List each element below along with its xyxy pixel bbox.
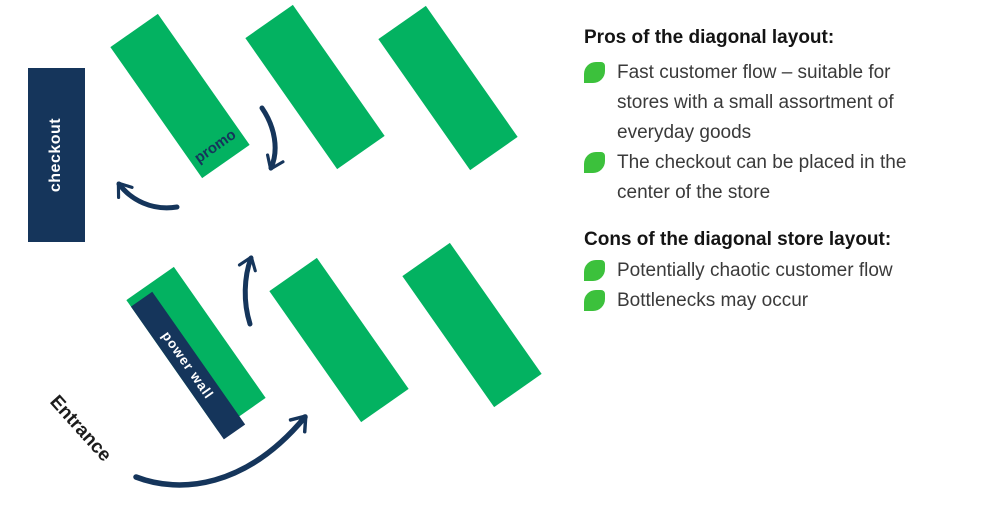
pros-item: The checkout can be placed in the center… — [584, 148, 956, 208]
cons-heading: Cons of the diagonal store layout: — [584, 229, 892, 250]
pros-item-text: Fast customer flow – suitable for stores… — [617, 62, 894, 143]
power-wall-label: power wall — [159, 328, 217, 403]
leaf-bullet-icon — [584, 62, 605, 83]
checkout-label: checkout — [47, 117, 65, 193]
checkout-block: checkout — [28, 68, 85, 242]
leaf-bullet-icon — [584, 290, 605, 311]
cons-item-text: Bottlenecks may occur — [617, 290, 809, 311]
arrow-to-checkout-icon — [116, 181, 180, 211]
leaf-bullet-icon — [584, 260, 605, 281]
pros-item: Fast customer flow – suitable for stores… — [584, 58, 956, 148]
arrow-down-icon — [259, 105, 285, 171]
cons-item: Potentially chaotic customer flow — [584, 256, 956, 286]
info-column: Pros of the diagonal layout: Fast custom… — [584, 26, 956, 316]
cons-item: Bottlenecks may occur — [584, 286, 956, 316]
shelf-bottom-middle — [269, 257, 409, 423]
shelf-top-middle — [245, 4, 385, 170]
pros-item-text: The checkout can be placed in the center… — [617, 152, 907, 203]
shelf-power-wall: power wall — [126, 266, 266, 440]
arrow-up-icon — [237, 255, 257, 327]
promo-label: promo — [191, 126, 240, 167]
shelf-promo: promo — [110, 13, 250, 179]
pros-heading: Pros of the diagonal layout: — [584, 27, 835, 48]
leaf-bullet-icon — [584, 152, 605, 173]
entrance-label: Entrance — [45, 391, 116, 466]
cons-item-text: Potentially chaotic customer flow — [617, 260, 893, 281]
power-wall-strip: power wall — [130, 291, 246, 440]
shelf-top-right — [378, 5, 518, 171]
shelf-bottom-right — [402, 242, 542, 408]
